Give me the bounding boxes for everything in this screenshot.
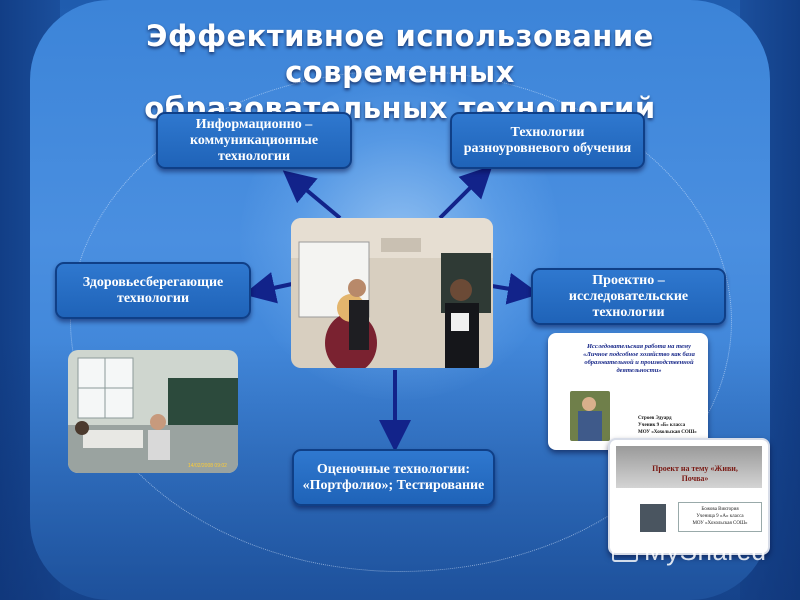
node-multilevel-label: Технологии разноуровневого обучения (463, 124, 632, 156)
node-assessment-label: Оценочные технологии: «Портфолио»; Тести… (302, 461, 485, 493)
title-line-1: Эффективное использование современных (146, 19, 654, 89)
arrow-to-health (243, 272, 293, 304)
node-ict-label: Информационно – коммуникационные техноло… (189, 116, 319, 164)
research-doc-thumbnail: Исследовательская работа на тему «Личное… (548, 333, 708, 450)
node-health-label: Здоровьесберегающие технологии (82, 274, 224, 306)
node-health: Здоровьесберегающие технологии (55, 262, 251, 319)
dotted-ring (70, 70, 732, 572)
watermark-logo: MyShared (612, 536, 767, 567)
arrow-to-multilevel (438, 165, 493, 220)
research-doc-author-1: Строев Эдуард (638, 416, 672, 421)
node-project-label: Проектно – исследовательские технологии (568, 272, 689, 320)
project-doc-photo (640, 504, 666, 532)
watermark-text: MyShared (644, 536, 767, 566)
research-doc-heading: Исследовательская работа на тему «Личное… (583, 343, 695, 374)
arrow-to-project (491, 272, 540, 305)
project-doc-thumbnail: Проект на тему «Живи, Почва» Божова Викт… (608, 438, 770, 555)
classroom-illustration-left: 14/02/2008 09:02 (68, 350, 238, 473)
project-doc-author-3: МОУ «Хохольская СОШ» (692, 521, 748, 526)
project-doc-author-1: Божова Виктория (701, 507, 739, 512)
node-multilevel: Технологии разноуровневого обучения (450, 112, 645, 169)
node-ict: Информационно – коммуникационные техноло… (156, 112, 352, 169)
node-assessment: Оценочные технологии: «Портфолио»; Тести… (292, 449, 495, 506)
watermark-icon (612, 538, 638, 562)
classroom-illustration (291, 218, 493, 368)
research-doc-author-2: Ученик 9 «Б» класса (638, 423, 686, 428)
center-classroom-photo (291, 218, 493, 368)
arrow-to-ict (282, 170, 342, 220)
research-doc-photo (570, 391, 610, 441)
project-doc-author-2: Ученица 9 «А» класса (696, 514, 744, 519)
project-doc-heading: Проект на тему «Живи, Почва» (652, 464, 738, 483)
research-doc-author: Строев Эдуард Ученик 9 «Б» класса МОУ «Х… (638, 415, 706, 436)
research-doc-author-3: МОУ «Хохольская СОШ» (638, 430, 697, 435)
project-doc-author: Божова Виктория Ученица 9 «А» класса МОУ… (678, 502, 762, 532)
photo-timestamp: 14/02/2008 09:02 (188, 463, 227, 469)
left-classroom-photo: 14/02/2008 09:02 (68, 350, 238, 473)
project-doc-header-band (616, 446, 762, 488)
node-project: Проектно – исследовательские технологии (531, 268, 726, 325)
